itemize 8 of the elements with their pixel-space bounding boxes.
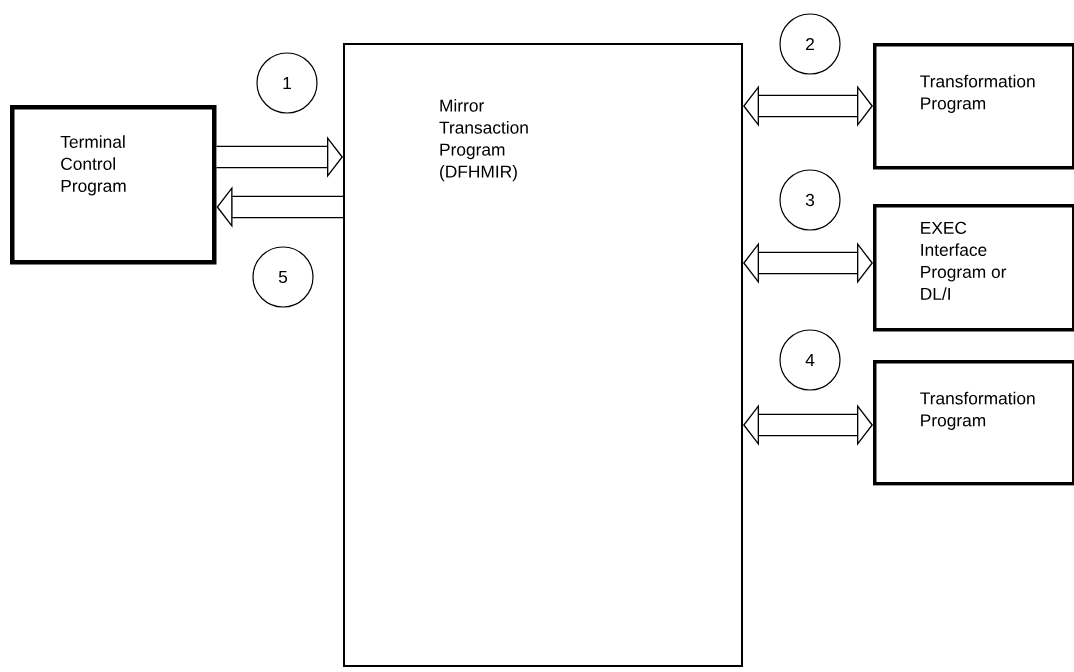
program-box: EXEC Interface Program or DL/I bbox=[873, 204, 1074, 332]
program-box: Transformation Program bbox=[873, 43, 1074, 170]
program-box: Terminal Control Program bbox=[10, 105, 217, 265]
block-arrow bbox=[743, 404, 873, 446]
block-arrow bbox=[743, 85, 873, 127]
program-box: Transformation Program bbox=[873, 360, 1074, 486]
block-arrow bbox=[743, 242, 873, 284]
program-box: Mirror Transaction Program (DFHMIR) bbox=[343, 43, 743, 667]
